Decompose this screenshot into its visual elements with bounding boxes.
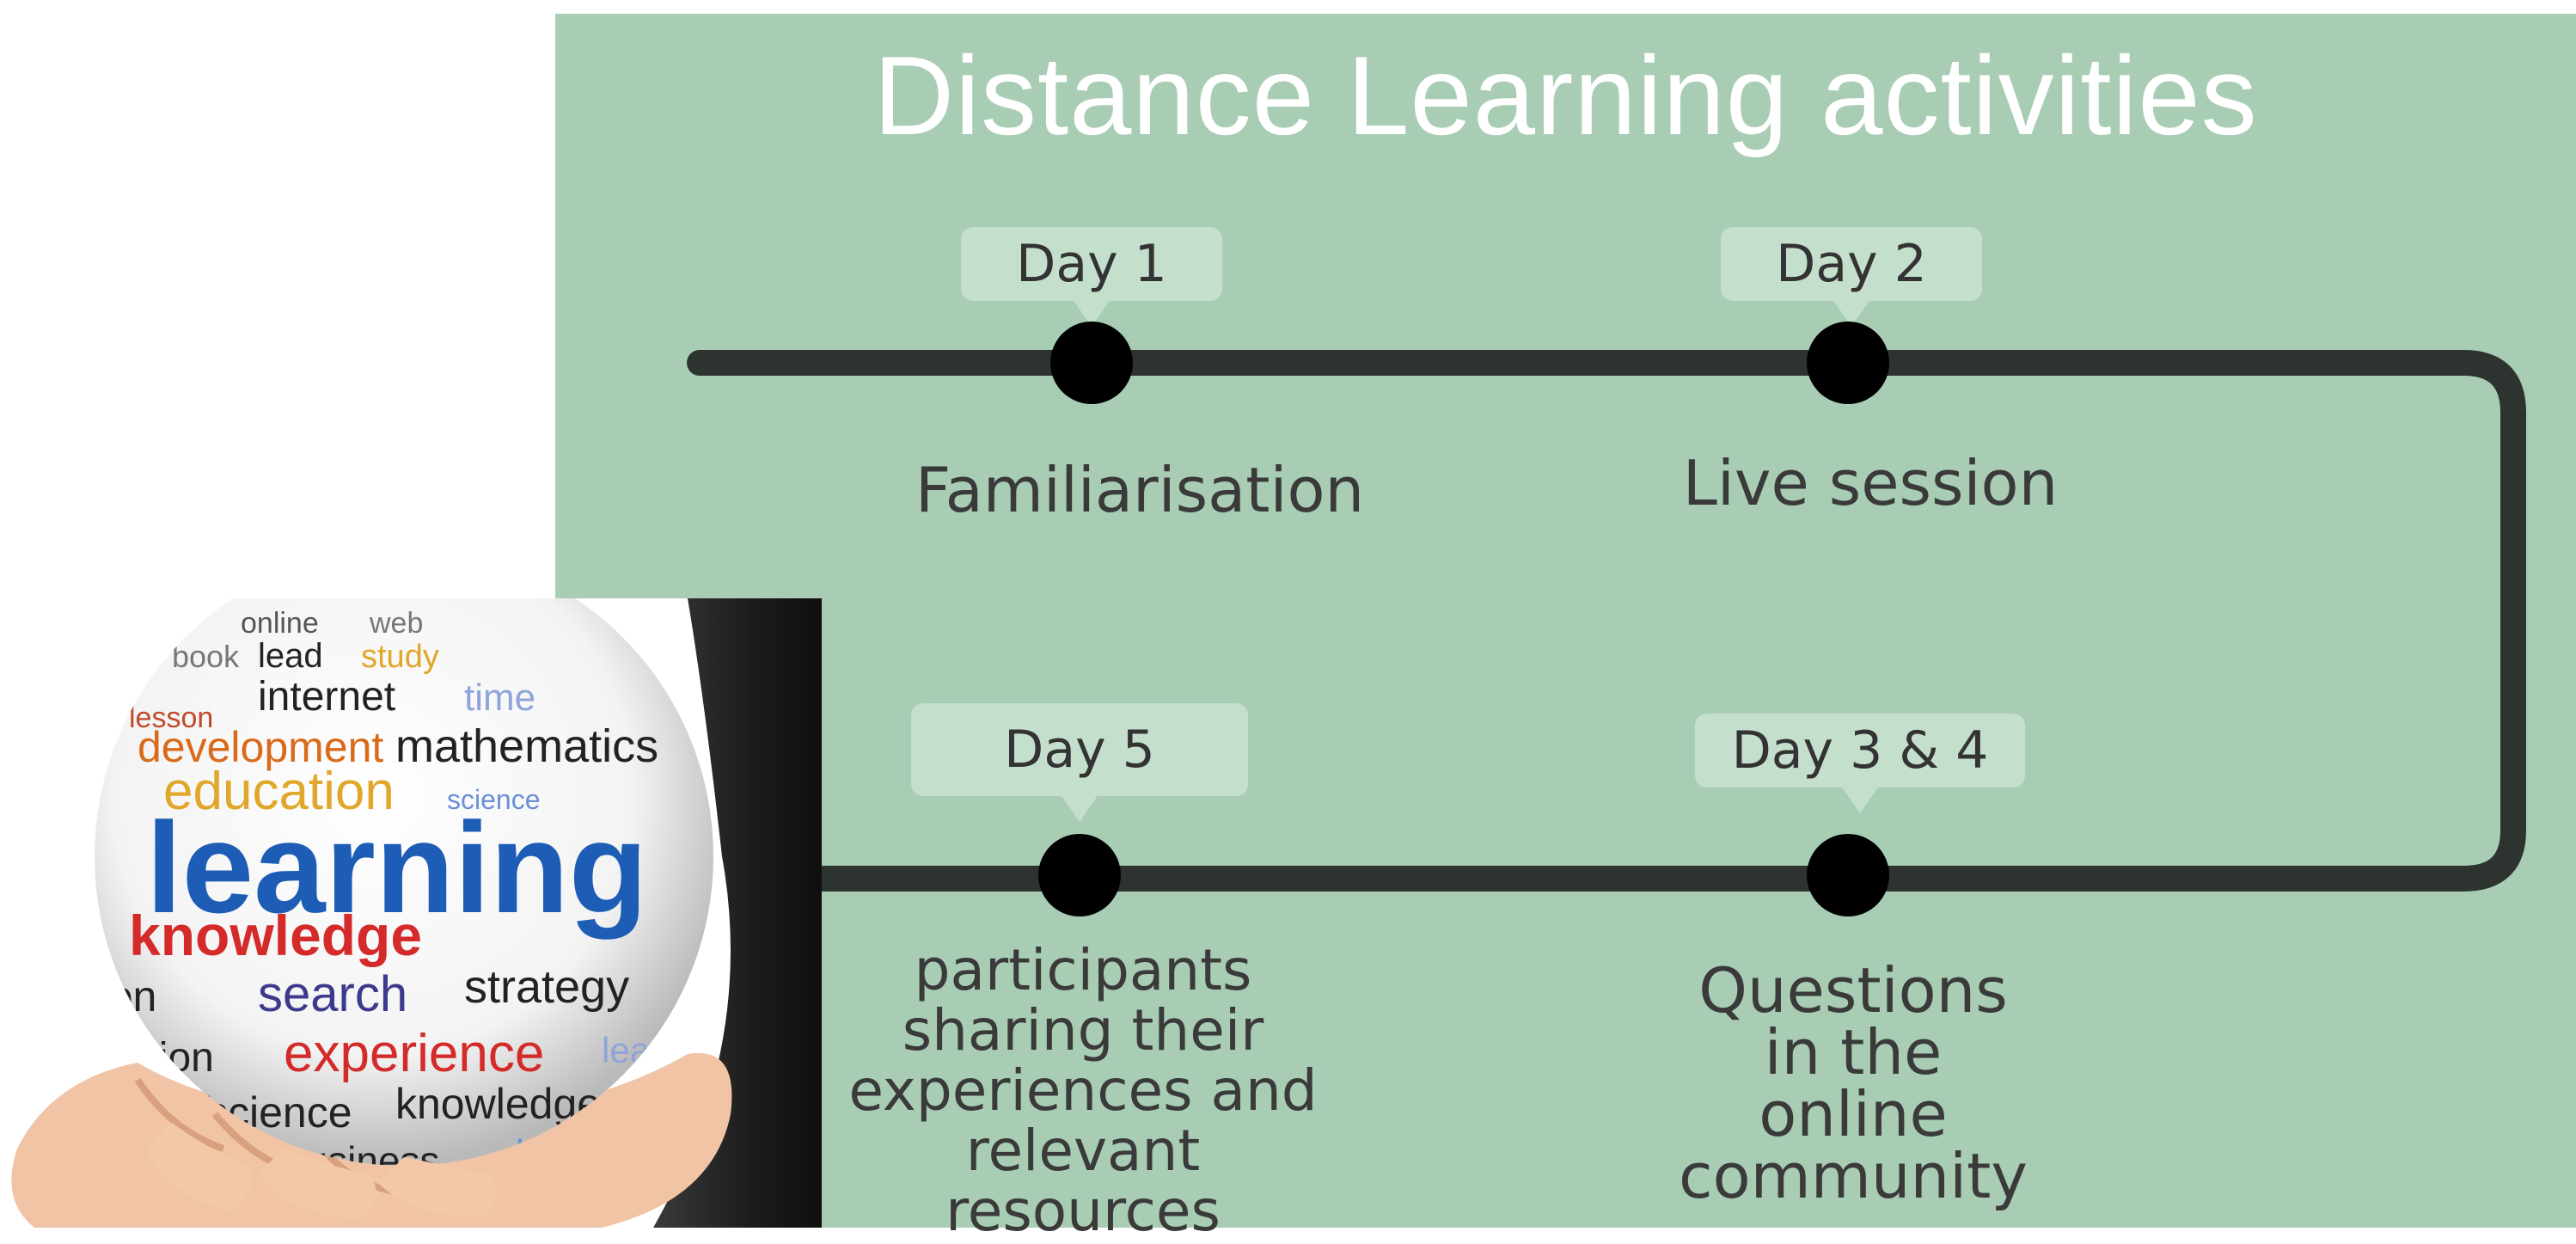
photo-word: time — [464, 677, 535, 719]
diagram-title: Distance Learning activities — [873, 33, 2258, 158]
photo-word: online — [241, 607, 319, 640]
learning-sphere-photo: online web book lead study internet time… — [0, 598, 822, 1228]
day-3-4-node — [1807, 834, 1889, 916]
photo-word: internet — [258, 674, 395, 720]
photo-word: knowledge — [129, 904, 422, 967]
photo-word: study — [361, 639, 439, 675]
day-3-4-label: Day 3 & 4 — [1731, 720, 1989, 781]
day-5-activity: participants sharing their experiences a… — [848, 937, 1318, 1244]
day-1-bubble: Day 1 — [961, 227, 1222, 327]
day-3-4-activity: Questions in the online community — [1678, 954, 2028, 1212]
photo-word: mathematics — [395, 720, 658, 772]
day-2-activity: Live session — [1682, 447, 2059, 519]
day-1-node — [1050, 322, 1133, 404]
photo-word: science — [447, 784, 541, 815]
day-2-bubble: Day 2 — [1721, 227, 1982, 327]
timeline-track — [687, 350, 2526, 892]
day-2-node — [1807, 322, 1889, 404]
photo-word: experience — [284, 1024, 544, 1083]
photo-word: search — [258, 966, 407, 1022]
photo-word: development — [138, 723, 383, 771]
day-2-label: Day 2 — [1776, 234, 1927, 294]
photo-word: education — [163, 762, 395, 821]
day-1-activity: Familiarisation — [915, 454, 1365, 526]
photo-word: lesson — [129, 702, 213, 734]
photo-word: lead — [258, 637, 323, 675]
day-3-4-bubble: Day 3 & 4 — [1695, 714, 2025, 813]
photo-word: strategy — [464, 961, 629, 1013]
day-5-bubble: Day 5 — [911, 703, 1248, 822]
photo-word: book — [172, 639, 240, 674]
learning-sphere-image: online web book lead study internet time… — [9, 598, 822, 1228]
day-1-label: Day 1 — [1016, 234, 1167, 294]
photo-word: web — [369, 607, 423, 640]
photo-word: learning — [146, 795, 647, 940]
photo-word: solution — [9, 972, 156, 1020]
diagram-panel: Distance Learning activities Day 1 Famil… — [555, 14, 2576, 1241]
day-5-node — [1038, 834, 1121, 916]
day-5-label: Day 5 — [1004, 720, 1155, 780]
